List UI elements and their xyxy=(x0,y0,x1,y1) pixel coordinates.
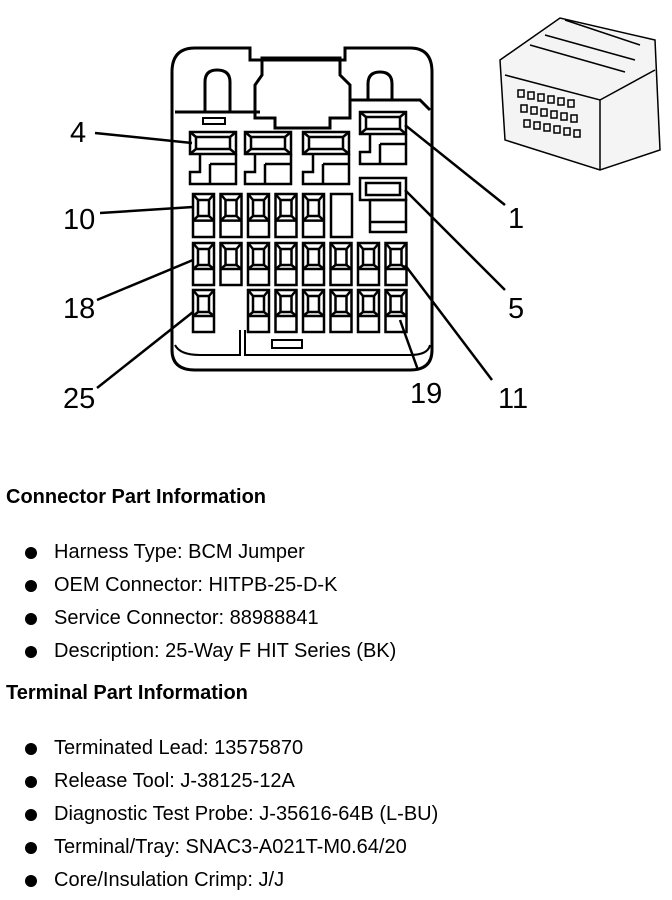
photo-cavity xyxy=(537,93,545,102)
cavity-small xyxy=(384,241,408,287)
connector-latch xyxy=(253,56,352,130)
bullet-icon xyxy=(25,842,37,854)
photo-cavity xyxy=(557,97,565,106)
cavity-small xyxy=(191,192,216,239)
list-item: Core/Insulation Crimp: J/J xyxy=(0,864,438,897)
leader-line xyxy=(404,124,506,206)
leader-line xyxy=(96,258,194,302)
connector-part-list: Harness Type: BCM Jumper OEM Connector: … xyxy=(0,536,396,668)
bullet-icon xyxy=(25,613,37,625)
list-item: Harness Type: BCM Jumper xyxy=(0,536,396,569)
photo-cavity xyxy=(547,95,555,104)
list-item: Release Tool: J-38125-12A xyxy=(0,765,438,798)
bullet-icon xyxy=(25,646,37,658)
connector-photo xyxy=(499,17,661,171)
cavity-small xyxy=(329,241,353,287)
photo-cavity xyxy=(527,91,535,100)
cavity-small xyxy=(274,192,298,239)
cavity-blank xyxy=(329,192,354,239)
cavity-small xyxy=(301,288,326,334)
pin-label-19: 19 xyxy=(410,378,442,410)
pin-label-5: 5 xyxy=(508,293,524,325)
connector-part-heading: Connector Part Information xyxy=(6,486,267,508)
bullet-icon xyxy=(25,547,37,559)
cavity-small xyxy=(301,192,326,239)
leader-line xyxy=(404,189,506,291)
cavity-small xyxy=(274,288,298,334)
cavity-small xyxy=(219,241,243,287)
cavity-small xyxy=(356,288,381,334)
connector-housing xyxy=(170,46,434,372)
photo-cavity xyxy=(530,106,538,115)
photo-cavity xyxy=(567,99,575,108)
photo-cavity xyxy=(573,129,581,138)
photo-cavity xyxy=(533,121,541,130)
pin-label-18: 18 xyxy=(63,293,95,325)
list-item: Diagnostic Test Probe: J-35616-64B (L-BU… xyxy=(0,798,438,831)
leader-line xyxy=(99,205,194,215)
list-item: Terminal/Tray: SNAC3-A021T-M0.64/20 xyxy=(0,831,438,864)
pin-label-10: 10 xyxy=(63,204,95,236)
leader-line xyxy=(96,311,194,389)
pin-label-1: 1 xyxy=(508,203,524,235)
list-item: OEM Connector: HITPB-25-D-K xyxy=(0,569,396,602)
list-item: Description: 25-Way F HIT Series (BK) xyxy=(0,635,396,668)
photo-cavity xyxy=(560,112,568,121)
leader-line xyxy=(94,131,193,145)
cavity-small xyxy=(329,288,353,334)
leader-line xyxy=(398,319,420,371)
cavity-large xyxy=(301,130,351,186)
cavity-large xyxy=(243,130,293,186)
cavity-small xyxy=(191,241,216,287)
photo-cavity xyxy=(517,89,525,98)
connector-face-diagram: 4 10 18 25 1 5 11 19 xyxy=(63,17,661,415)
cavity-small xyxy=(274,241,298,287)
cavity-small xyxy=(246,192,271,239)
cavity-small xyxy=(246,241,271,287)
photo-cavity xyxy=(563,127,571,136)
cavity-large xyxy=(188,130,238,186)
bullet-icon xyxy=(25,875,37,887)
pin-label-25: 25 xyxy=(63,383,95,415)
leader-line xyxy=(404,264,493,381)
cavity-large xyxy=(358,110,408,166)
list-item: Service Connector: 88988841 xyxy=(0,602,396,635)
photo-cavity xyxy=(520,104,528,113)
bullet-icon xyxy=(25,580,37,592)
terminal-part-list: Terminated Lead: 13575870 Release Tool: … xyxy=(0,732,438,897)
list-item: Terminated Lead: 13575870 xyxy=(0,732,438,765)
bullet-icon xyxy=(25,776,37,788)
pin-label-11: 11 xyxy=(498,383,528,415)
cavity-small xyxy=(301,241,326,287)
photo-cavity xyxy=(553,125,561,134)
cavity-small xyxy=(356,241,381,287)
photo-cavity xyxy=(540,108,548,117)
photo-cavity xyxy=(543,123,551,132)
photo-cavity xyxy=(523,119,531,128)
cavity-small xyxy=(219,192,243,239)
terminal-part-heading: Terminal Part Information xyxy=(6,682,248,704)
cavity-small xyxy=(384,288,408,334)
bullet-icon xyxy=(25,743,37,755)
cavity-small xyxy=(246,288,271,334)
bullet-icon xyxy=(25,809,37,821)
cavity-small xyxy=(191,288,216,334)
photo-cavity xyxy=(550,110,558,119)
pin-label-4: 4 xyxy=(70,117,86,149)
cavity-large xyxy=(358,176,408,234)
photo-cavity xyxy=(570,114,578,123)
